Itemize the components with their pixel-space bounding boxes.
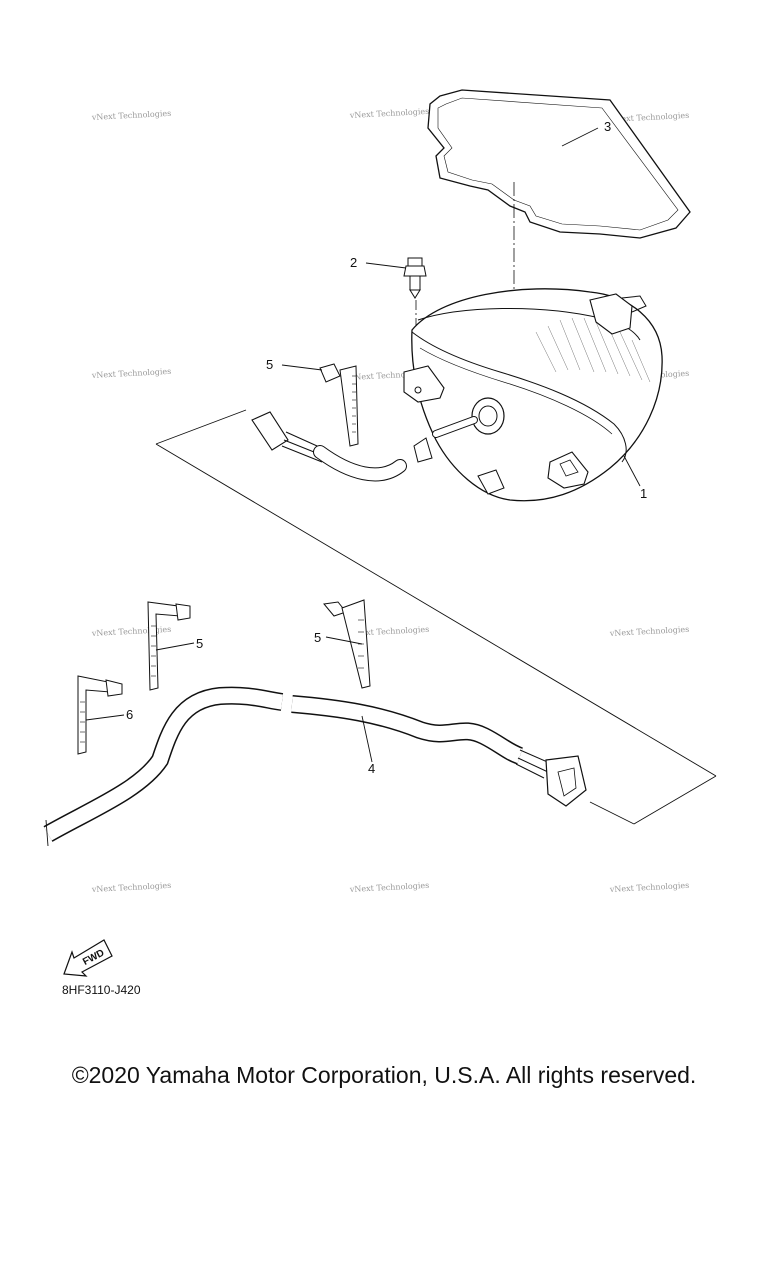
watermark: vNext Technologies — [91, 625, 172, 638]
svg-text:vNext Technologies: vNext Technologies — [609, 881, 690, 894]
svg-text:vNext Technologies: vNext Technologies — [91, 367, 172, 380]
part-5-clamp-right — [323, 599, 371, 689]
exploded-parts-diagram: vNext Technologies vNext Technologies vN… — [43, 89, 717, 977]
svg-text:vNext Technologies: vNext Technologies — [349, 107, 430, 120]
watermark: vNext Technologies — [609, 881, 690, 894]
watermark: vNext Technologies — [349, 107, 430, 120]
svg-text:vNext Technologies: vNext Technologies — [91, 881, 172, 894]
copyright-notice: ©2020 Yamaha Motor Corporation, U.S.A. A… — [71, 1062, 697, 1088]
callout-5-right: 5 — [314, 630, 321, 645]
watermark: vNext Technologies — [91, 881, 172, 894]
callout-2: 2 — [350, 255, 357, 270]
upper-connector-lead — [251, 411, 407, 482]
leader-lines — [85, 127, 641, 763]
watermark: vNext Technologies — [349, 625, 430, 638]
part-3-pad — [427, 89, 691, 239]
callout-3: 3 — [604, 119, 611, 134]
part-1-tail-lamp — [403, 288, 663, 502]
part-4-wire-harness — [43, 686, 587, 842]
assembly-outline — [45, 409, 717, 847]
part-5-clamp-upper — [319, 363, 359, 447]
watermark: vNext Technologies — [91, 109, 172, 122]
svg-text:vNext Technologies: vNext Technologies — [349, 625, 430, 638]
watermark: vNext Technologies — [609, 111, 690, 124]
watermark: vNext Technologies — [349, 881, 430, 894]
forward-arrow-icon: FWD — [63, 939, 113, 977]
part-3-pad-inner — [437, 97, 679, 231]
part-2-bolt — [403, 257, 427, 299]
svg-text:vNext Technologies: vNext Technologies — [349, 881, 430, 894]
svg-text:vNext Technologies: vNext Technologies — [609, 111, 690, 124]
part-6-clamp — [77, 675, 123, 755]
callout-5-left: 5 — [196, 636, 203, 651]
svg-text:vNext Technologies: vNext Technologies — [91, 109, 172, 122]
part-code: 8HF3110-J420 — [62, 983, 141, 997]
watermark-group: vNext Technologies vNext Technologies vN… — [91, 107, 690, 894]
watermark: vNext Technologies — [91, 367, 172, 380]
watermark: vNext Technologies — [609, 625, 690, 638]
callout-4: 4 — [368, 761, 375, 776]
svg-text:vNext Technologies: vNext Technologies — [609, 625, 690, 638]
callout-1: 1 — [640, 486, 647, 501]
part-5-clamp-left — [147, 601, 191, 691]
callout-5-upper: 5 — [266, 357, 273, 372]
svg-text:vNext Technologies: vNext Technologies — [91, 625, 172, 638]
callout-6: 6 — [126, 707, 133, 722]
